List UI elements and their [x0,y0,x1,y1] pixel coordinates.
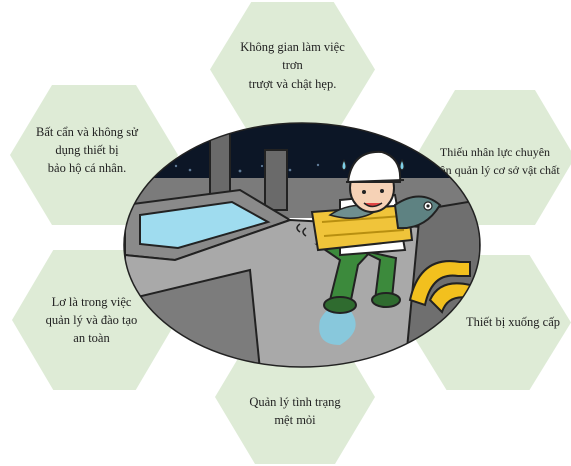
scene-background [120,120,490,370]
